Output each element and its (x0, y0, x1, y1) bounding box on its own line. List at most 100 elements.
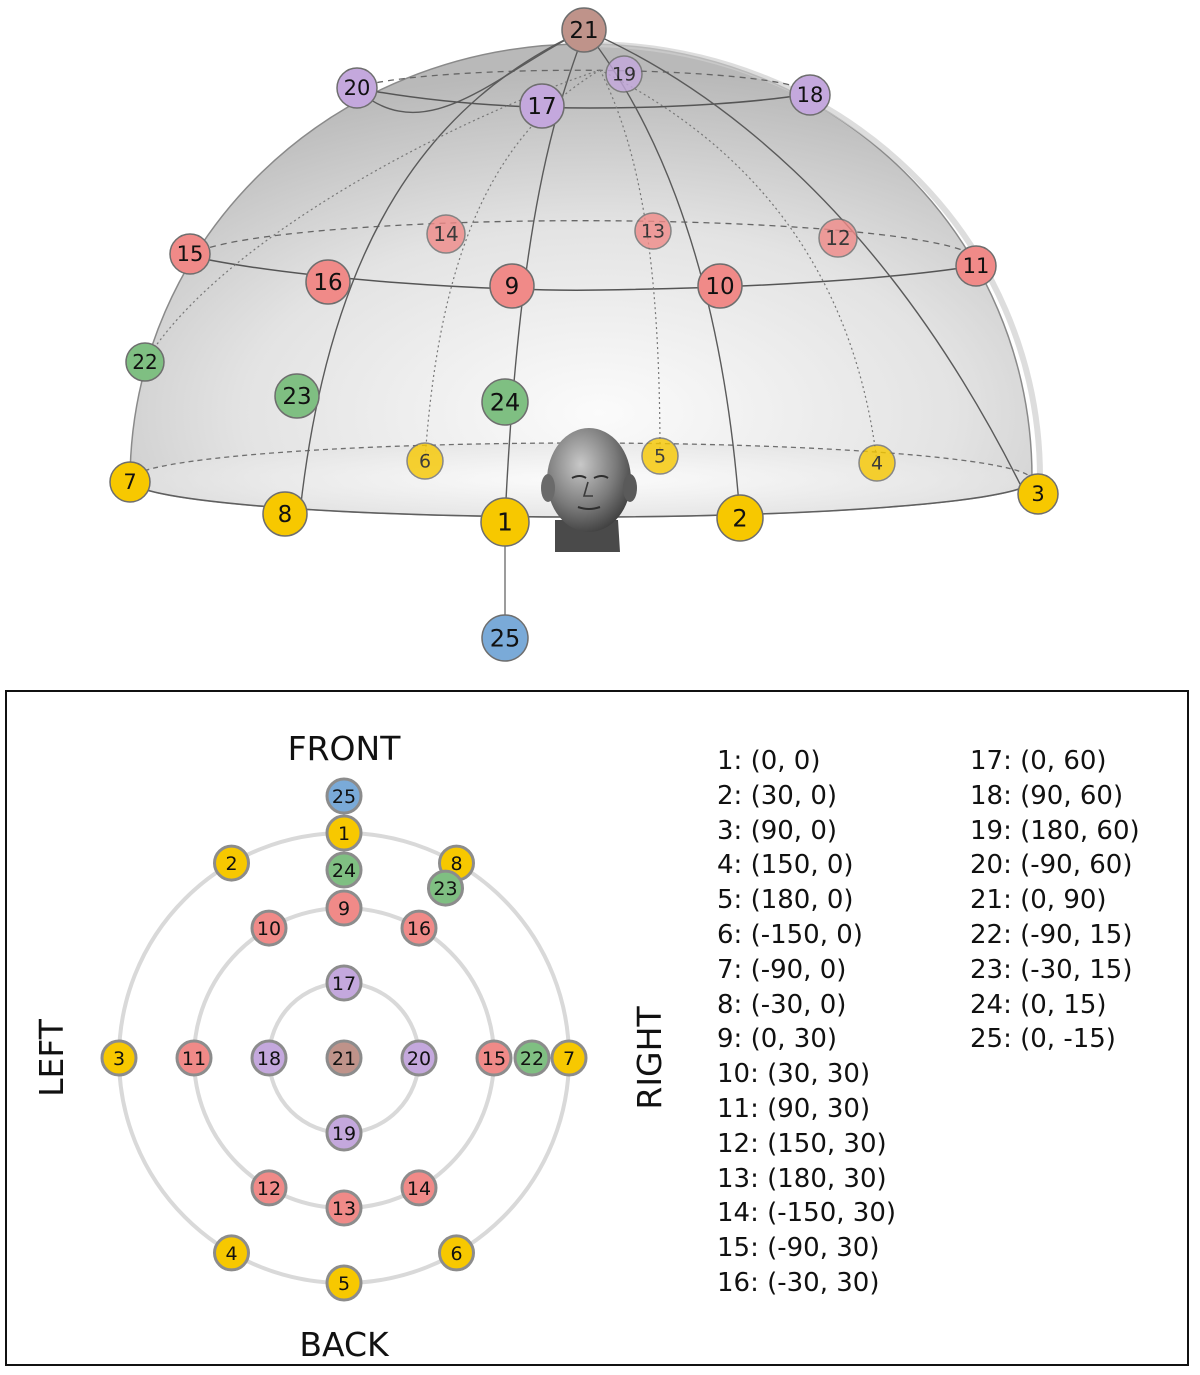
dome-speaker-22: 22 (125, 342, 165, 382)
dome-speaker-marker (1017, 473, 1059, 515)
polar-speaker-marker (325, 777, 363, 815)
dome-speaker-label: 7 (123, 470, 136, 494)
polar-speaker-marker (325, 1114, 363, 1152)
dome-speaker-marker (634, 212, 672, 250)
dome-speaker-7: 7 (109, 461, 151, 503)
coordinate-entry-2: 2: (30, 0) (717, 780, 838, 811)
polar-speaker-label: 14 (407, 1178, 431, 1200)
polar-speaker-16: 16 (400, 909, 438, 947)
polar-speaker-1: 1 (325, 814, 363, 852)
coordinate-entry-4: 4: (150, 0) (717, 850, 854, 881)
coordinate-entry-16: 16: (-30, 30) (717, 1267, 880, 1298)
polar-speaker-12: 12 (250, 1169, 288, 1207)
polar-speaker-marker (100, 1039, 138, 1077)
coordinates-list-2: 17: (0, 60)18: (90, 60)19: (180, 60)20: … (970, 744, 1140, 1057)
coordinate-entry-12: 12: (150, 30) (717, 1128, 887, 1159)
dome-speaker-label: 15 (177, 242, 204, 266)
coordinate-entry-20: 20: (-90, 60) (970, 850, 1133, 881)
dome-speaker-label: 14 (433, 222, 458, 246)
dome-speaker-19: 19 (605, 55, 643, 93)
dome-speaker-label: 13 (641, 220, 665, 242)
dome-speaker-marker (489, 263, 535, 309)
polar-speaker-label: 15 (482, 1048, 506, 1070)
dome-speaker-marker (305, 259, 351, 305)
dome-speaker-10: 10 (697, 263, 743, 309)
dome-speaker-marker (481, 378, 529, 426)
polar-speaker-label: 12 (257, 1178, 281, 1200)
polar-speaker-label: 21 (332, 1048, 356, 1070)
polar-speaker-label: 16 (407, 918, 431, 940)
polar-speaker-marker (475, 1039, 513, 1077)
polar-speaker-20: 20 (400, 1039, 438, 1077)
direction-label-right: RIGHT (630, 1006, 669, 1110)
polar-speaker-label: 8 (450, 853, 462, 875)
dome-speaker-label: 20 (344, 76, 371, 100)
polar-speaker-marker (325, 1039, 363, 1077)
polar-speaker-label: 5 (338, 1273, 350, 1295)
polar-speaker-9: 9 (325, 889, 363, 927)
polar-speaker-marker (325, 1189, 363, 1227)
polar-speaker-label: 20 (407, 1048, 431, 1070)
dome-speaker-23: 23 (274, 373, 320, 419)
dome-speaker-8: 8 (262, 491, 308, 537)
polar-speaker-4: 4 (213, 1234, 250, 1272)
dome-speaker-marker (169, 233, 211, 275)
ring-60-back (355, 69, 809, 95)
polar-speaker-3: 3 (100, 1039, 138, 1077)
polar-speaker-marker (400, 1169, 438, 1207)
head-mannequin-icon (541, 428, 637, 552)
dome-speaker-16: 16 (305, 259, 351, 305)
dome-speaker-label: 10 (705, 274, 734, 300)
ring-60-front (355, 87, 809, 109)
dome-speaker-25: 25 (481, 614, 529, 662)
polar-speaker-label: 2 (225, 853, 237, 875)
polar-speaker-label: 23 (433, 878, 457, 900)
polar-speaker-marker (213, 1234, 250, 1272)
dome-speaker-marker (561, 7, 607, 53)
dome-speaker-4: 4 (858, 444, 896, 482)
coordinate-entry-19: 19: (180, 60) (970, 815, 1140, 846)
dome-speaker-label: 6 (419, 450, 431, 472)
polar-speaker-label: 19 (332, 1123, 356, 1145)
dome-speaker-5: 5 (641, 437, 679, 475)
dome-speaker-label: 19 (612, 63, 636, 85)
coordinate-entry-14: 14: (-150, 30) (717, 1198, 897, 1229)
ring-30-back (189, 220, 978, 267)
polar-speaker-marker (325, 889, 363, 927)
coordinate-entry-7: 7: (-90, 0) (717, 954, 847, 985)
polar-speaker-23: 23 (427, 869, 464, 907)
dome-speaker-label: 11 (963, 254, 990, 278)
dome-speaker-label: 23 (282, 384, 311, 410)
dome-speaker-marker (519, 83, 565, 129)
dome-speaker-marker (955, 245, 997, 287)
polar-speaker-label: 7 (563, 1048, 575, 1070)
polar-speaker-marker (325, 814, 363, 852)
coordinate-entry-10: 10: (30, 30) (717, 1059, 871, 1090)
dome-speaker-marker (274, 373, 320, 419)
dome-speaker-marker (109, 461, 151, 503)
dome-speaker-2: 2 (716, 494, 764, 542)
polar-speaker-label: 9 (338, 898, 350, 920)
dome-speaker-marker (480, 497, 530, 547)
polar-speaker-marker (400, 909, 438, 947)
dome-speaker-label: 24 (490, 388, 521, 416)
coordinate-entry-6: 6: (-150, 0) (717, 919, 863, 950)
dome-speaker-marker (605, 55, 643, 93)
coordinate-entry-8: 8: (-30, 0) (717, 989, 847, 1020)
coordinate-entry-24: 24: (0, 15) (970, 989, 1107, 1020)
direction-label-left: LEFT (32, 1018, 71, 1097)
polar-speaker-marker (250, 1169, 288, 1207)
coordinate-entry-25: 25: (0, -15) (970, 1024, 1116, 1055)
dome-speaker-13: 13 (634, 212, 672, 250)
polar-speaker-marker (250, 909, 288, 947)
direction-label-back: BACK (299, 1325, 390, 1364)
polar-speaker-marker (325, 964, 363, 1002)
polar-speaker-13: 13 (325, 1189, 363, 1227)
coordinate-entry-17: 17: (0, 60) (970, 746, 1107, 776)
polar-speaker-label: 11 (182, 1048, 206, 1070)
dome-speaker-label: 1 (497, 508, 513, 537)
dome-speaker-marker (818, 218, 858, 258)
polar-speaker-label: 3 (113, 1048, 125, 1070)
